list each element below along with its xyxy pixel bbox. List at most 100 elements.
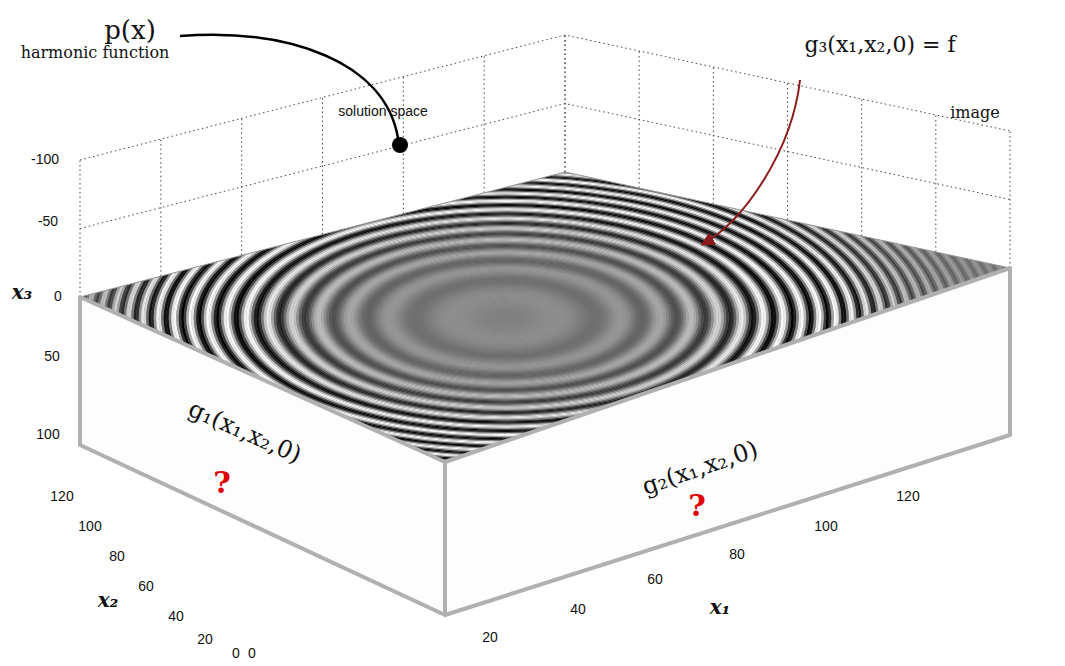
ring-stroke xyxy=(498,315,513,321)
ring-stroke xyxy=(413,279,598,357)
ring-stroke xyxy=(363,258,648,378)
axis-title: x₃ xyxy=(12,281,33,303)
ring-stroke xyxy=(380,266,630,371)
ring-stroke xyxy=(335,247,675,390)
ring-stroke xyxy=(408,277,603,359)
grid-line xyxy=(935,115,936,252)
axis-tick: 60 xyxy=(647,572,663,587)
ring-stroke xyxy=(370,261,640,374)
ring-stroke xyxy=(368,260,643,376)
ring-stroke xyxy=(398,273,613,363)
ring-stroke xyxy=(373,262,638,373)
boundary-label: g₃(x₁,x₂,0) = f xyxy=(804,33,955,57)
ring-stroke xyxy=(490,312,520,325)
face-shape xyxy=(80,297,445,615)
ring-stroke xyxy=(425,284,585,351)
axis-tick: 0 xyxy=(232,647,240,662)
ring-stroke xyxy=(485,310,525,327)
solution-point xyxy=(392,137,408,153)
ring-stroke xyxy=(440,291,570,346)
unknown-mark: ? xyxy=(213,466,231,499)
grid-line xyxy=(160,139,161,276)
ring-stroke xyxy=(360,257,650,379)
axis-tick: 20 xyxy=(482,630,498,645)
axis-tick: 100 xyxy=(814,519,837,534)
axis-tick: -50 xyxy=(38,214,58,229)
unknown-mark: ? xyxy=(688,489,706,522)
ring-stroke xyxy=(435,289,575,348)
annotation: harmonic function xyxy=(21,44,170,62)
ring-stroke xyxy=(293,229,718,408)
grid-line xyxy=(861,99,862,236)
ring-stroke xyxy=(480,308,530,329)
ring-stroke xyxy=(455,297,555,339)
axis-tick: 40 xyxy=(570,602,586,617)
ring-stroke xyxy=(325,242,685,393)
ring-stroke xyxy=(328,243,683,392)
grid-line xyxy=(787,83,788,220)
annotation: solution space xyxy=(338,104,428,119)
ring-stroke xyxy=(365,259,645,377)
ring-stroke xyxy=(428,285,583,350)
ring-stroke xyxy=(378,264,633,371)
axis-tick: -100 xyxy=(31,152,59,167)
axis-tick: 100 xyxy=(36,427,59,442)
axis-title: x₂ xyxy=(98,589,119,611)
ring-stroke xyxy=(445,293,565,343)
ring-stroke xyxy=(295,230,715,406)
face-outline xyxy=(80,297,445,615)
ring-stroke xyxy=(338,248,673,389)
ring-stroke xyxy=(475,305,535,330)
ring-stroke xyxy=(393,271,618,366)
ring-stroke xyxy=(315,238,695,398)
ring-stroke xyxy=(420,282,590,353)
ring-stroke xyxy=(283,225,728,412)
axis-tick: 80 xyxy=(109,549,125,564)
ring-stroke xyxy=(385,268,625,369)
ring-stroke xyxy=(400,274,610,362)
ring-stroke xyxy=(308,235,703,401)
ring-stroke xyxy=(473,304,538,331)
ring-stroke xyxy=(300,232,710,404)
face-shape xyxy=(445,268,1010,615)
ring-stroke xyxy=(285,226,725,411)
ring-stroke xyxy=(320,240,690,395)
face-outline xyxy=(445,268,1010,615)
ring-stroke xyxy=(330,245,680,392)
ring-stroke xyxy=(493,313,518,324)
ring-stroke xyxy=(488,311,523,326)
ring-stroke xyxy=(323,241,688,394)
ring-stroke xyxy=(463,300,548,336)
ring-stroke xyxy=(450,295,560,341)
axis-tick: 50 xyxy=(44,349,60,364)
axis-tick: 0 xyxy=(54,289,62,304)
ring-stroke xyxy=(438,290,573,347)
ring-stroke xyxy=(348,252,663,384)
annotation: image xyxy=(950,104,1000,122)
axis-title: x₁ xyxy=(710,596,731,618)
ring-stroke xyxy=(468,302,543,334)
ring-stroke xyxy=(358,256,653,380)
ring-stroke xyxy=(478,306,533,329)
axis-tick: 40 xyxy=(168,609,184,624)
axis-tick: 60 xyxy=(138,579,154,594)
ring-stroke xyxy=(340,249,670,388)
leader-line xyxy=(180,35,398,138)
ring-stroke xyxy=(298,231,713,405)
axis-tick: 20 xyxy=(197,632,213,647)
ring-stroke xyxy=(350,253,660,383)
ring-stroke xyxy=(290,228,720,409)
axis-tick: 0 xyxy=(248,647,256,662)
ring-stroke xyxy=(495,314,515,322)
ring-stroke xyxy=(355,255,655,381)
ring-stroke xyxy=(383,267,628,370)
ring-stroke xyxy=(465,301,545,335)
ring-stroke xyxy=(433,288,578,349)
ring-stroke xyxy=(395,272,615,364)
ring-stroke xyxy=(280,224,730,413)
ring-stroke xyxy=(483,309,528,328)
ring-stroke xyxy=(303,233,708,403)
ring-stroke xyxy=(343,250,668,387)
ring-stroke xyxy=(430,287,580,350)
